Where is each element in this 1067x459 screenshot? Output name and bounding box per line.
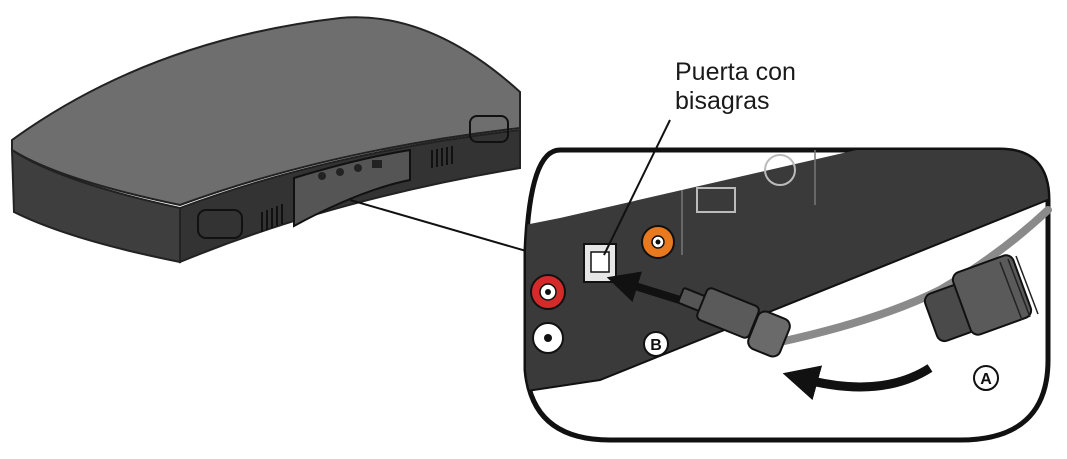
marker-b-label: B [650, 337, 662, 354]
left-vent-grille [261, 204, 283, 232]
device-body [10, 16, 521, 264]
red-rca-jack [530, 274, 566, 310]
zoom-leader-line [349, 199, 541, 256]
right-side-port-cover [469, 115, 509, 143]
marker-a-label: A [980, 371, 992, 388]
optical-input-port [583, 243, 617, 283]
hdmi-port [696, 187, 736, 213]
optical-plug-b [677, 287, 791, 358]
magnified-connection-view: B A [523, 119, 1052, 443]
rear-connector-panel [526, 150, 1048, 395]
callout-leader-line [603, 119, 671, 256]
orange-coaxial-jack [641, 225, 675, 259]
panel-port-3 [354, 164, 362, 172]
panel-port-4 [372, 160, 382, 168]
callout-line-1: Puerta con [675, 58, 796, 86]
right-vent-grille [431, 146, 453, 168]
panel-port-1 [318, 172, 326, 180]
hinged-door-panel [293, 148, 411, 228]
insert-arrow [606, 271, 682, 304]
curved-arrow-a-to-b [782, 364, 933, 401]
white-rca-jack [532, 322, 564, 354]
device-top-surface [11, 16, 521, 207]
left-side-port-cover [197, 209, 243, 239]
optical-plug-a [923, 254, 1039, 343]
round-port [764, 154, 796, 186]
rear-connector-panel-edge [526, 194, 1048, 396]
marker-b: B [643, 331, 669, 357]
hinged-door-callout: Puerta con bisagras [675, 58, 796, 116]
panel-port-2 [336, 168, 344, 176]
callout-line-2: bisagras [675, 87, 770, 115]
marker-a: A [973, 365, 999, 391]
